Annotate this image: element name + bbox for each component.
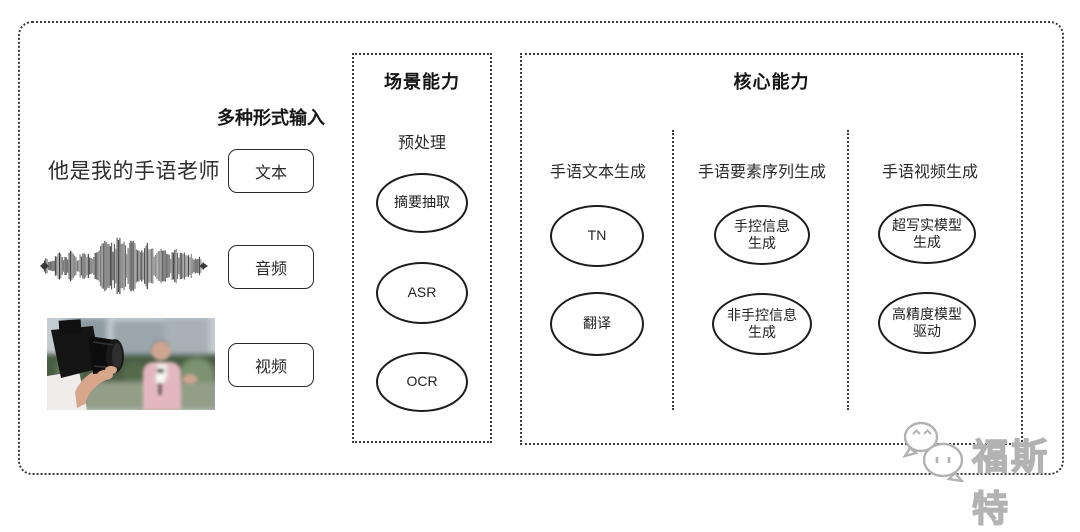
input-box-audio: 音频 (228, 245, 314, 289)
node-ocr: OCR (376, 352, 468, 412)
watermark-brand-text: 福斯特 (971, 435, 1051, 529)
column-header-sl-video: 手语视频生成 (881, 164, 979, 181)
node-hyperrealistic-model-generation: 超写实模型 生成 (878, 204, 976, 264)
preprocessing-label: 预处理 (397, 135, 447, 152)
news-interview-photo (47, 318, 215, 410)
input-box-video: 视频 (228, 343, 314, 387)
node-translation: 翻译 (550, 292, 644, 356)
core-box-title: 核心能力 (733, 72, 810, 92)
scene-box-title: 场景能力 (384, 72, 460, 92)
input-section-label: 多种形式输入 (217, 108, 325, 128)
column-header-sl-text: 手语文本生成 (549, 164, 647, 181)
core-column-divider-1 (672, 130, 674, 410)
sample-sentence: 他是我的手语老师 (48, 160, 220, 183)
photo-reporter (143, 340, 197, 410)
wechat-bubbles-icon (902, 421, 965, 482)
audio-waveform (40, 237, 208, 295)
input-box-text-label: 文本 (254, 165, 287, 182)
node-tn: TN (550, 205, 644, 267)
input-box-audio-label: 音频 (254, 261, 287, 278)
node-nonmanual-info-generation: 非手控信息 生成 (712, 293, 812, 355)
column-header-sl-elements: 手语要素序列生成 (697, 164, 827, 181)
node-asr: ASR (376, 262, 468, 324)
node-summary-extraction: 摘要抽取 (376, 173, 468, 233)
node-high-precision-model-driving: 高精度模型 驱动 (878, 292, 976, 354)
input-box-text: 文本 (228, 149, 314, 193)
core-column-divider-2 (847, 130, 849, 410)
photo-camera (47, 319, 124, 410)
node-manual-info-generation: 手控信息 生成 (714, 205, 810, 265)
input-box-video-label: 视频 (254, 359, 287, 376)
